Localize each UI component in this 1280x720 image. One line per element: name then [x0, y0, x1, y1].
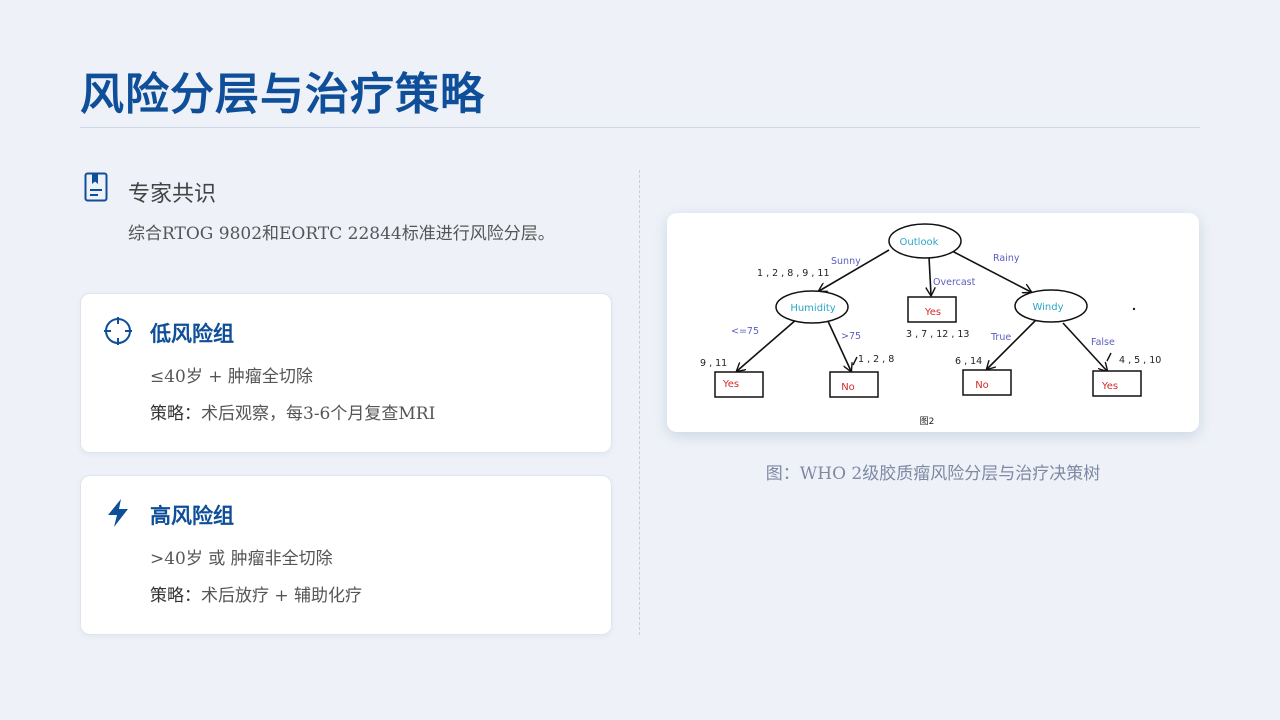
edge-label-true: True: [990, 332, 1011, 343]
humidity-le-leaf: [714, 371, 764, 398]
image-label: 图2: [920, 416, 935, 427]
humidity-label: Humidity: [790, 303, 835, 314]
strategy-label: 策略：: [150, 586, 201, 606]
low-risk-condition: ≤40岁 + 肿瘤全切除: [150, 367, 313, 387]
edge-false: [1062, 322, 1107, 371]
column-divider: [639, 170, 640, 635]
edge-le75: [737, 318, 798, 371]
decision-tree-diagram: Outlook Humidity Windy Yes Yes No No Yes…: [700, 223, 1161, 427]
edge-label-sunny: Sunny: [831, 256, 861, 267]
windy-true-leaf-label: No: [975, 380, 989, 391]
low-risk-strategy: 策略：术后观察，每3-6个月复查MRI: [150, 399, 435, 424]
humidity-gt-leaf-label: No: [841, 382, 855, 393]
edge-label-false: False: [1091, 337, 1115, 348]
set-windy-true: 6 , 14: [955, 356, 982, 367]
figure-caption: 图：WHO 2级胶质瘤风险分层与治疗决策树: [765, 464, 1101, 484]
edge-label-le75: <=75: [731, 326, 759, 337]
set-windy-false: 4 , 5 , 10: [1119, 355, 1161, 366]
edge-label-gt75: >75: [841, 331, 861, 342]
low-risk-title: 低风险组: [150, 321, 234, 346]
edge-overcast: [929, 256, 931, 295]
set-overcast: 3 , 7 , 12 , 13: [906, 329, 969, 340]
high-risk-title: 高风险组: [150, 503, 234, 528]
low-risk-card: 低风险组 ≤40岁 + 肿瘤全切除 策略：术后观察，每3-6个月复查MRI: [80, 293, 612, 453]
consensus-text: 综合RTOG 9802和EORTC 22844标准进行风险分层。: [128, 224, 555, 244]
crosshair-icon: [104, 317, 132, 345]
edge-true: [987, 318, 1038, 369]
set-hum-le: 9 , 11: [700, 358, 727, 369]
title-divider: [80, 127, 1200, 128]
strategy-label: 策略：: [150, 404, 201, 424]
page-title: 风险分层与治疗策略: [80, 69, 485, 120]
edge-sunny: [819, 249, 890, 291]
decision-tree-figure: Outlook Humidity Windy Yes Yes No No Yes…: [667, 213, 1199, 432]
windy-label: Windy: [1032, 302, 1063, 313]
humidity-gt-leaf: [829, 371, 879, 398]
set-hum-gt: 1 , 2 , 8: [858, 354, 894, 365]
set-sunny: 1 , 2 , 8 , 9 , 11: [757, 268, 830, 279]
lightning-bolt-icon: [108, 499, 128, 527]
strategy-text: 术后观察，每3-6个月复查MRI: [201, 404, 436, 424]
overcast-leaf: [907, 296, 957, 323]
edge-rainy: [951, 250, 1031, 292]
root-label: Outlook: [900, 237, 939, 248]
edge-false-mark: [1106, 352, 1112, 362]
high-risk-card: 高风险组 >40岁 或 肿瘤非全切除 策略：术后放疗 + 辅助化疗: [80, 475, 612, 635]
edge-gt75-mark: [852, 356, 858, 366]
windy-node: [1014, 289, 1088, 323]
windy-false-leaf-label: Yes: [1101, 381, 1118, 392]
overcast-leaf-label: Yes: [924, 307, 941, 318]
high-risk-strategy: 策略：术后放疗 + 辅助化疗: [150, 581, 362, 606]
root-node: [888, 223, 962, 259]
bookmark-document-icon: [84, 172, 108, 202]
edge-label-overcast: Overcast: [933, 277, 976, 288]
stray-dot: [1132, 307, 1136, 311]
edge-label-rainy: Rainy: [993, 253, 1020, 264]
consensus-heading: 专家共识: [128, 182, 217, 207]
strategy-text: 术后放疗 + 辅助化疗: [201, 586, 363, 606]
edge-gt75: [826, 318, 851, 371]
humidity-node: [775, 290, 849, 324]
windy-false-leaf: [1092, 370, 1142, 397]
humidity-le-leaf-label: Yes: [722, 379, 739, 390]
windy-true-leaf: [962, 369, 1012, 396]
high-risk-condition: >40岁 或 肿瘤非全切除: [150, 549, 333, 569]
